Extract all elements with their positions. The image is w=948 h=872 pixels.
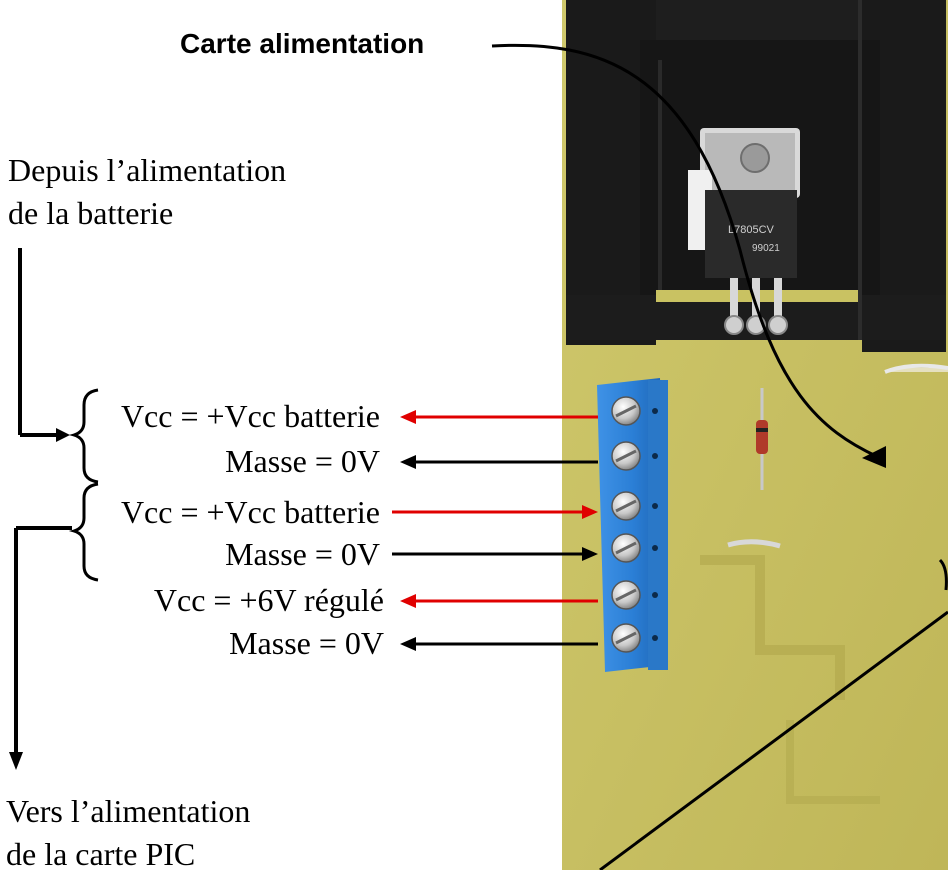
partial-arc [938, 558, 948, 591]
diode [756, 388, 768, 490]
callout-arrowhead [862, 446, 886, 468]
pcb-trace [700, 555, 845, 700]
terminal-screw-6 [611, 623, 658, 653]
terminal-screw-3 [611, 491, 658, 521]
terminal-arrow-4 [392, 547, 598, 561]
terminal-arrow-5 [400, 594, 598, 608]
terminal-arrows [392, 410, 598, 651]
source-flow-line [18, 248, 70, 442]
wire-jumper [884, 363, 948, 374]
callout-arrow [491, 43, 879, 459]
terminal-arrow-1 [400, 410, 598, 424]
terminal-arrow-6 [400, 637, 598, 651]
dest-note-line-1: Vers l’alimentation [6, 793, 251, 829]
terminal-label-5: Vcc = +6V régulé [153, 582, 384, 618]
terminal-label-2: Masse = 0V [225, 443, 380, 479]
source-note-line-2: de la batterie [8, 195, 174, 231]
pcb-trace [786, 720, 880, 804]
terminal-arrow-3 [392, 505, 598, 519]
board-title: Carte alimentation [180, 28, 425, 59]
terminal-label-4: Masse = 0V [225, 536, 380, 572]
terminal-screw-1 [611, 396, 658, 426]
brace-battery-out [68, 482, 99, 582]
terminal-label-1: Vcc = +Vcc batterie [120, 398, 380, 434]
terminal-arrow-2 [400, 455, 598, 469]
terminal-screw-4 [611, 533, 658, 563]
wire-jumper [727, 539, 781, 549]
terminal-screws [611, 396, 658, 653]
diagonal-line [599, 610, 948, 870]
source-note-line-1: Depuis l’alimentation [8, 152, 287, 188]
terminal-screw-5 [611, 580, 658, 610]
dest-note-line-2: de la carte PIC [6, 836, 196, 872]
terminal-label-6: Masse = 0V [229, 625, 384, 661]
dest-flow-line [9, 526, 72, 770]
regulator-part-label: L7805CV [728, 224, 775, 236]
brace-battery-in [68, 388, 99, 484]
regulator-code-label: 99021 [752, 243, 780, 254]
terminal-label-3: Vcc = +Vcc batterie [120, 494, 380, 530]
terminal-screw-2 [611, 441, 658, 471]
voltage-regulator: L7805CV 99021 [688, 128, 800, 335]
